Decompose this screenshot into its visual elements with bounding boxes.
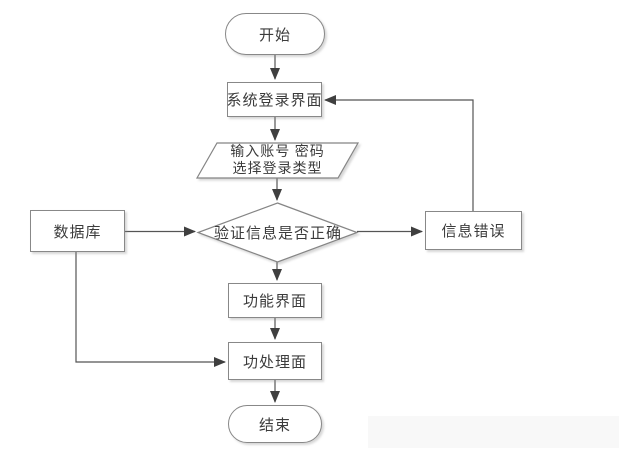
node-input: 输入账号 密码 选择登录类型 — [197, 143, 358, 178]
node-process-label: 功处理面 — [242, 354, 307, 371]
verify-diamond-shape — [196, 202, 359, 263]
node-end: 结束 — [228, 405, 322, 443]
node-input-label-line2: 选择登录类型 — [232, 161, 323, 177]
node-start-label: 开始 — [258, 27, 291, 44]
node-function-label: 功能界面 — [242, 294, 307, 310]
node-database: 数据库 — [30, 210, 125, 252]
node-process: 功处理面 — [228, 342, 322, 380]
node-login: 系统登录界面 — [227, 82, 322, 117]
node-input-label-line1: 输入账号 密码 — [230, 144, 325, 160]
input-parallelogram-shape — [195, 142, 360, 179]
node-login-label: 系统登录界面 — [226, 93, 323, 109]
node-verify: 验证信息是否正确 — [198, 203, 358, 262]
node-verify-label: 验证信息是否正确 — [213, 226, 342, 242]
node-error-label: 信息错误 — [441, 224, 506, 240]
node-function: 功能界面 — [228, 283, 322, 318]
node-end-label: 结束 — [258, 417, 291, 434]
node-database-label: 数据库 — [53, 224, 102, 241]
node-start: 开始 — [225, 13, 325, 55]
edge-database-process — [75, 252, 226, 367]
background-band — [368, 416, 619, 448]
node-error: 信息错误 — [425, 211, 522, 250]
edge-error-login-feedback — [324, 95, 474, 211]
